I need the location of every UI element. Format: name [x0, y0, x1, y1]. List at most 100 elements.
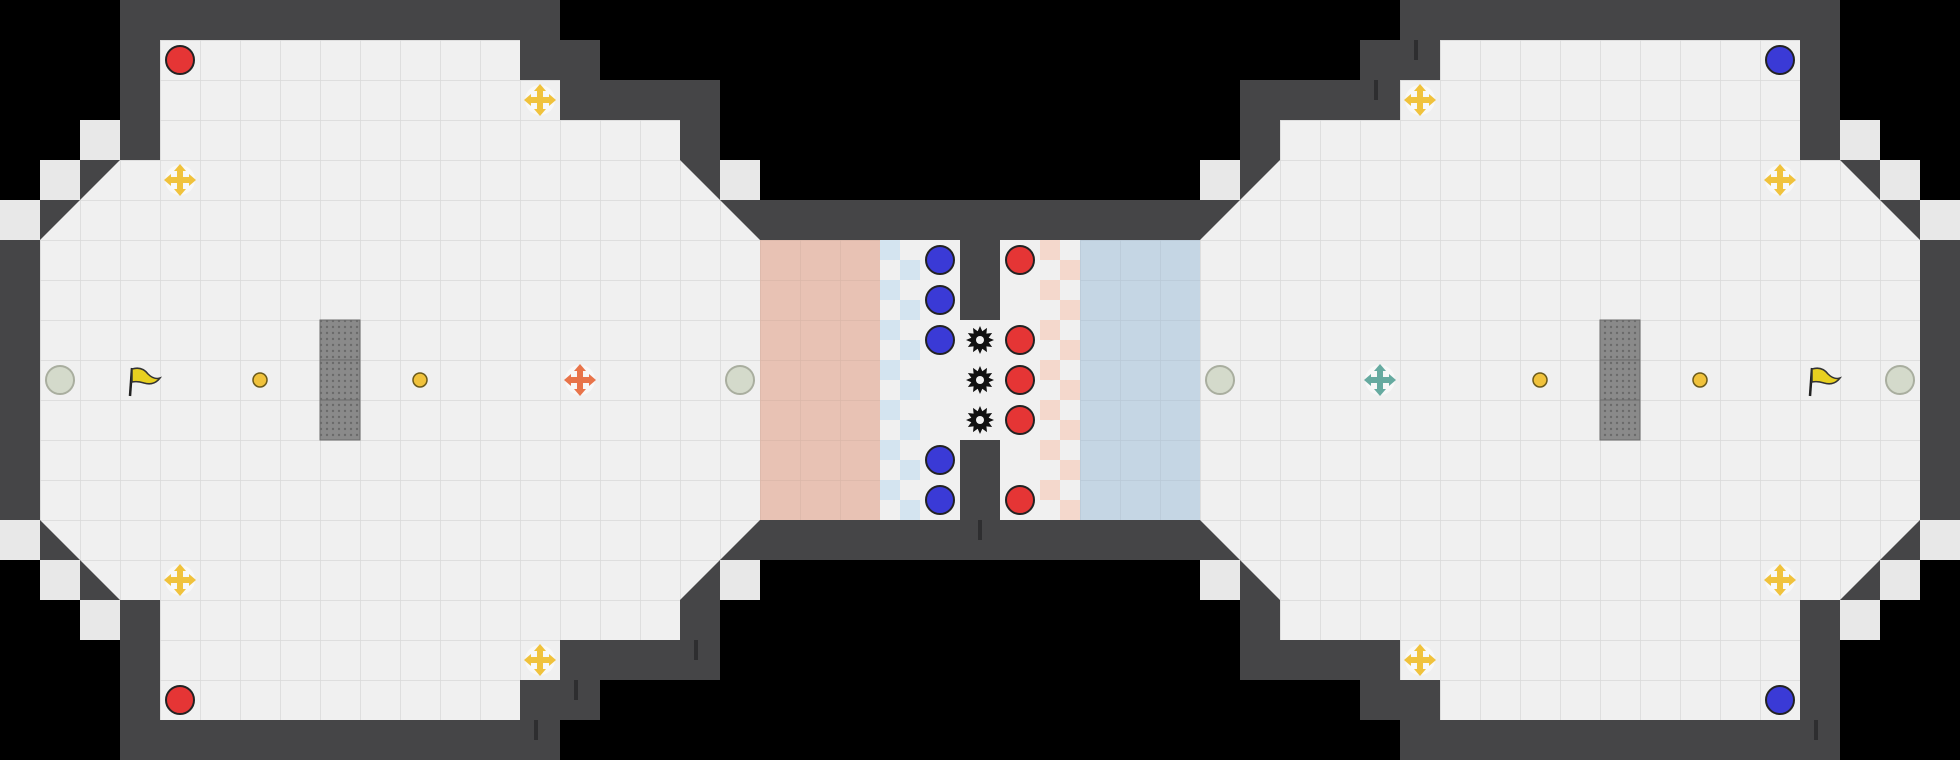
blue-ball-icon[interactable]	[925, 245, 955, 275]
boost-arrow	[1774, 564, 1786, 571]
wall-notches	[534, 40, 1818, 740]
spikes	[966, 326, 994, 434]
boost-arrow	[574, 389, 586, 396]
bomb-pad-icon	[1599, 359, 1641, 401]
boost-arrow	[1414, 644, 1426, 651]
boost-arrow	[534, 644, 546, 651]
corner-tile	[40, 560, 80, 600]
marker-dots	[252, 372, 1708, 388]
portal-icon	[725, 365, 755, 395]
corner-tile	[1840, 120, 1880, 160]
boost-arrow	[1789, 574, 1796, 586]
boost-bar	[1369, 377, 1391, 383]
bomb-pad-icon	[319, 399, 361, 441]
boost-arrow	[534, 669, 546, 676]
corner-tile	[720, 560, 760, 600]
boost-arrow	[1404, 654, 1411, 666]
red-ball-icon[interactable]	[1005, 325, 1035, 355]
corner-tile	[0, 200, 40, 240]
boost-arrow	[524, 654, 531, 666]
boost-icon	[1764, 564, 1796, 596]
boost-arrow	[1764, 574, 1771, 586]
red-ball-icon[interactable]	[1005, 365, 1035, 395]
boost-bar	[529, 97, 551, 103]
blue-ball-icon[interactable]	[925, 445, 955, 475]
spike-hub	[976, 376, 984, 384]
boost-arrow	[1774, 189, 1786, 196]
boost-icon	[164, 564, 196, 596]
boost-arrow	[1374, 389, 1386, 396]
blue-checker-zone	[880, 240, 920, 520]
corner-tile	[80, 600, 120, 640]
boost-arrow	[1389, 374, 1396, 386]
boost-arrow	[1364, 374, 1371, 386]
boost-arrow	[549, 94, 556, 106]
balls	[165, 45, 1795, 715]
boost-bar	[1409, 657, 1431, 663]
boost-bar	[169, 177, 191, 183]
boost-bar	[1769, 177, 1791, 183]
corner-tile	[1200, 160, 1240, 200]
flag-icon	[128, 367, 163, 397]
boost-arrow	[1764, 174, 1771, 186]
red-ball-icon[interactable]	[1005, 485, 1035, 515]
spike-hub	[976, 336, 984, 344]
blue-ball-icon[interactable]	[925, 325, 955, 355]
boost-arrow	[189, 574, 196, 586]
bomb-pad-icon	[319, 359, 361, 401]
boost-icon	[1764, 164, 1796, 196]
center-wall-top	[960, 240, 1000, 320]
boost-arrow	[1789, 174, 1796, 186]
red-ball-icon[interactable]	[165, 45, 195, 75]
portals	[45, 365, 1915, 395]
boost-arrow	[1774, 589, 1786, 596]
boost-arrow	[164, 574, 171, 586]
marker-dot-icon	[252, 372, 268, 388]
red-ball-icon[interactable]	[1005, 245, 1035, 275]
bomb-pad-icon	[1599, 399, 1641, 441]
corner-tile	[1880, 160, 1920, 200]
corner-tile	[1840, 600, 1880, 640]
red-ball-icon[interactable]	[1005, 405, 1035, 435]
boost-arrow	[1429, 94, 1436, 106]
boost-arrow	[174, 589, 186, 596]
blue-ball-icon[interactable]	[1765, 45, 1795, 75]
boost-arrow	[1414, 669, 1426, 676]
boost-arrow	[549, 654, 556, 666]
boost-bar	[1769, 577, 1791, 583]
boost-icon	[164, 164, 196, 196]
boost-icon	[564, 364, 596, 396]
boost-arrow	[1404, 94, 1411, 106]
boost-icon	[524, 84, 556, 116]
corner-tile	[40, 160, 80, 200]
boost-arrow	[1429, 654, 1436, 666]
boost-arrow	[1414, 109, 1426, 116]
marker-dot-icon	[1692, 372, 1708, 388]
blue-ball-icon[interactable]	[1765, 685, 1795, 715]
marker-dot-icon	[1532, 372, 1548, 388]
center-wall-bottom	[960, 440, 1000, 520]
spike-icon	[966, 366, 994, 394]
boost-bar	[169, 577, 191, 583]
blue-ball-icon[interactable]	[925, 485, 955, 515]
portal-icon	[45, 365, 75, 395]
boost-arrow	[524, 94, 531, 106]
boost-arrow	[534, 84, 546, 91]
flag-cloth	[1811, 367, 1843, 385]
bomb-pads	[319, 319, 1641, 441]
red-zone-grid	[760, 240, 880, 520]
corner-tile	[1200, 560, 1240, 600]
blue-ball-icon[interactable]	[925, 285, 955, 315]
boost-icon	[1404, 84, 1436, 116]
corner-tile	[1880, 560, 1920, 600]
boost-arrow	[174, 164, 186, 171]
red-checker-zone	[1040, 240, 1080, 520]
blue-zone-grid	[1080, 240, 1200, 520]
corner-tile	[1920, 520, 1960, 560]
red-ball-icon[interactable]	[165, 685, 195, 715]
marker-dot-icon	[412, 372, 428, 388]
boost-bar	[1409, 97, 1431, 103]
corner-tile	[0, 520, 40, 560]
boost-arrow	[164, 174, 171, 186]
